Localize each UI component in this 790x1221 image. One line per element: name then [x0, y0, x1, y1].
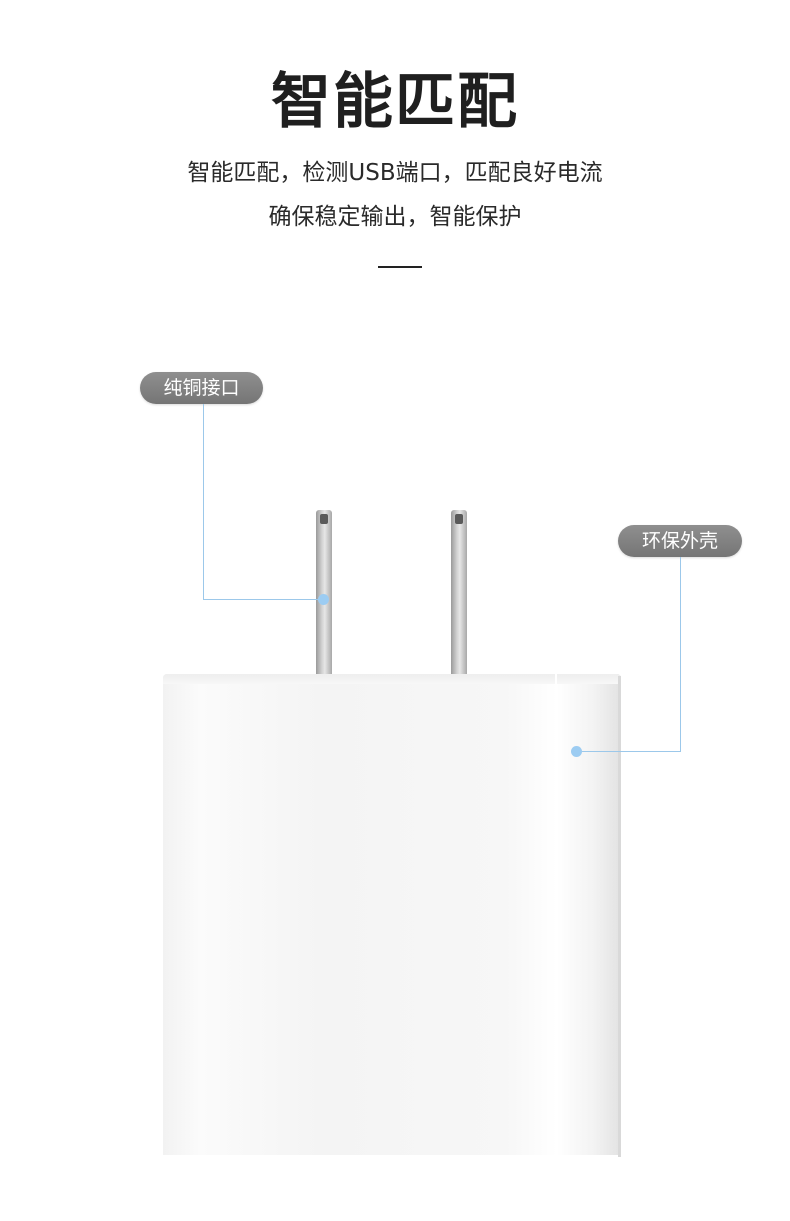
copper-leader-vertical: [203, 404, 204, 600]
copper-leader-horizontal: [203, 599, 319, 600]
subtitle-line-2: 确保稳定输出，智能保护: [268, 204, 522, 230]
charger-side-highlight: [555, 674, 557, 1155]
shell-leader-horizontal: [579, 751, 681, 752]
right-prong-hole: [455, 514, 463, 524]
charger-side-edge: [618, 676, 621, 1157]
copper-marker-dot: [318, 594, 329, 605]
title-underline-divider: [378, 266, 422, 268]
charger-top-edge: [163, 674, 621, 684]
shell-leader-vertical: [680, 557, 681, 752]
shell-marker-dot: [571, 746, 582, 757]
left-prong-hole: [320, 514, 328, 524]
subtitle-line-1: 智能匹配，检测USB端口，匹配良好电流: [187, 160, 603, 186]
charger-body: [163, 674, 621, 1157]
left-prong: [316, 510, 332, 675]
right-prong: [451, 510, 467, 675]
callout-eco-shell: 环保外壳: [618, 525, 742, 557]
page-title: 智能匹配: [271, 67, 519, 137]
callout-copper-interface: 纯铜接口: [140, 372, 263, 404]
